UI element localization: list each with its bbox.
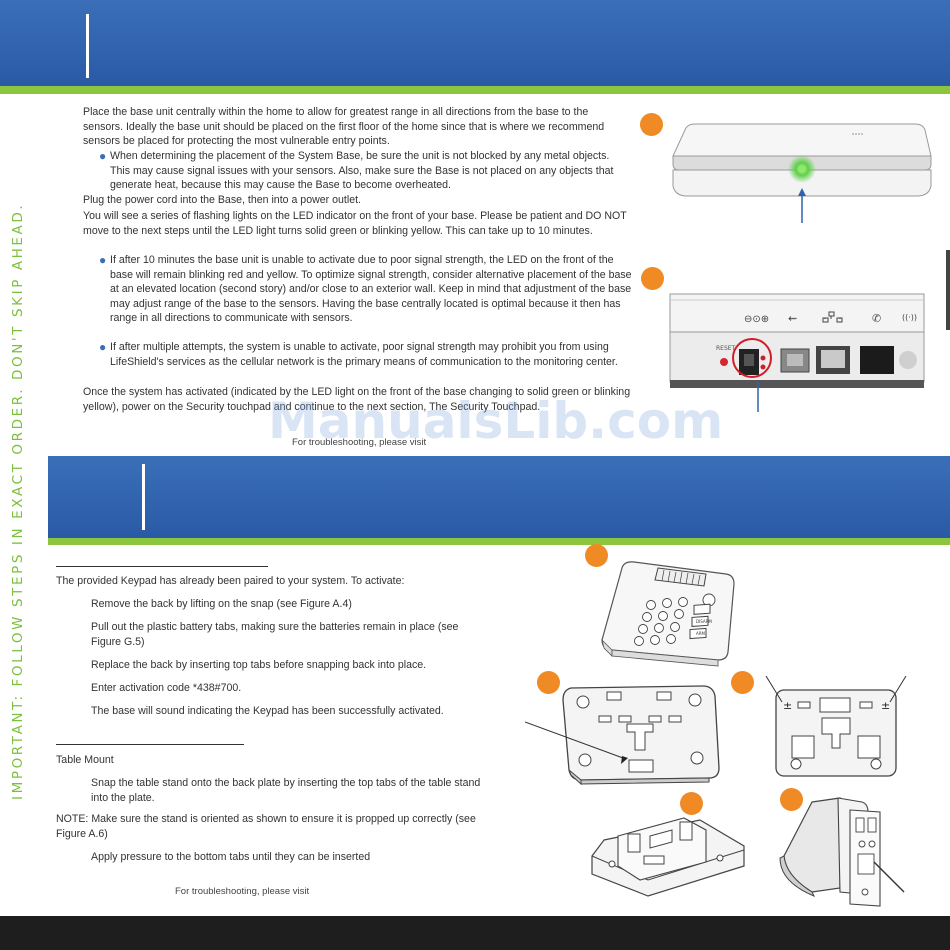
side-warning-text: IMPORTANT: FOLLOW STEPS IN EXACT ORDER. …: [10, 202, 26, 800]
table-mount-heading: Table Mount: [56, 754, 114, 766]
bullet-dot: ●: [99, 149, 107, 163]
base-troubleshoot-text: For troubleshooting, please visit: [292, 437, 427, 448]
table-stand-illustration: [591, 817, 745, 897]
step-badge-7: [780, 788, 803, 811]
step-badge-3: [585, 544, 608, 567]
keypad-key-label-2: ARM: [696, 631, 706, 636]
header-band: [0, 0, 950, 86]
keypad-key-label: DISARM: [696, 619, 712, 624]
header-green-stripe: [0, 86, 950, 94]
bullet-dot: ●: [99, 340, 107, 354]
base-bullet-3-text: If after multiple attempts, the system i…: [110, 341, 618, 368]
base-closing-text: Once the system has activated (indicated…: [83, 386, 631, 413]
base-plug-text: Plug the power cord into the Base, then …: [83, 194, 361, 206]
base-bullet-1: ● When determining the placement of the …: [99, 149, 630, 193]
base-rear-ports-illustration: ⊖⊙⊕ ⇜ ✆ ((·)) RESET: [669, 293, 925, 412]
wall-mount-illustration: [779, 797, 905, 907]
step-badge-6: [680, 792, 703, 815]
bullet-dot: ●: [99, 253, 107, 267]
keypad-header-divider: [142, 464, 145, 530]
keypad-step-2: Pull out the plastic battery tabs, makin…: [91, 621, 459, 648]
keypad-rule-1: [56, 566, 268, 567]
base-bullet-3: ● If after multiple attempts, the system…: [99, 340, 632, 369]
keypad-troubleshoot-text: For troubleshooting, please visit: [175, 886, 310, 897]
header-divider: [86, 14, 89, 78]
svg-text:⊖⊙⊕: ⊖⊙⊕: [744, 314, 769, 325]
step-badge-1: [640, 113, 663, 136]
watermark: ManualsLib.com: [268, 392, 724, 450]
keypad-step-5: The base will sound indicating the Keypa…: [91, 705, 444, 717]
reset-label: RESET: [716, 345, 736, 352]
keypad-step-1: Remove the back by lifting on the snap (…: [91, 598, 352, 610]
step-badge-5: [731, 671, 754, 694]
base-unit-illustration: [672, 123, 932, 223]
base-bullet-1-text: When determining the placement of the Sy…: [110, 150, 614, 192]
svg-text:((·)): ((·)): [902, 313, 917, 322]
step-badge-4: [537, 671, 560, 694]
keypad-intro: The provided Keypad has already been pai…: [56, 575, 405, 587]
keypad-header-band: [48, 456, 950, 538]
svg-text:±: ±: [881, 699, 890, 712]
table-mount-snap: Snap the table stand onto the back plate…: [91, 777, 481, 804]
base-intro: Place the base unit centrally within the…: [83, 106, 605, 148]
svg-text:⇜: ⇜: [788, 312, 797, 325]
base-bullet-2-text: If after 10 minutes the base unit is una…: [110, 254, 632, 325]
keypad-header-green-stripe: [48, 538, 950, 545]
svg-text:±: ±: [783, 699, 792, 712]
base-bullet-2: ● If after 10 minutes the base unit is u…: [99, 253, 632, 326]
keypad-step-3: Replace the back by inserting top tabs b…: [91, 659, 427, 671]
table-mount-note: NOTE: Make sure the stand is oriented as…: [56, 813, 476, 840]
battery-tab-illustration: ± ±: [765, 676, 907, 777]
back-plate-illustration: [525, 685, 720, 786]
keypad-rule-2: [56, 744, 244, 745]
footer-band: [0, 916, 950, 950]
keypad-illustration: DISARM ARM: [601, 561, 735, 667]
page-edge-tab: [946, 250, 950, 330]
table-mount-pressure: Apply pressure to the bottom tabs until …: [91, 851, 371, 863]
keypad-step-4: Enter activation code *438#700.: [91, 682, 242, 694]
svg-text:✆: ✆: [872, 312, 881, 325]
base-lights-text: You will see a series of flashing lights…: [83, 210, 627, 237]
step-badge-2: [641, 267, 664, 290]
